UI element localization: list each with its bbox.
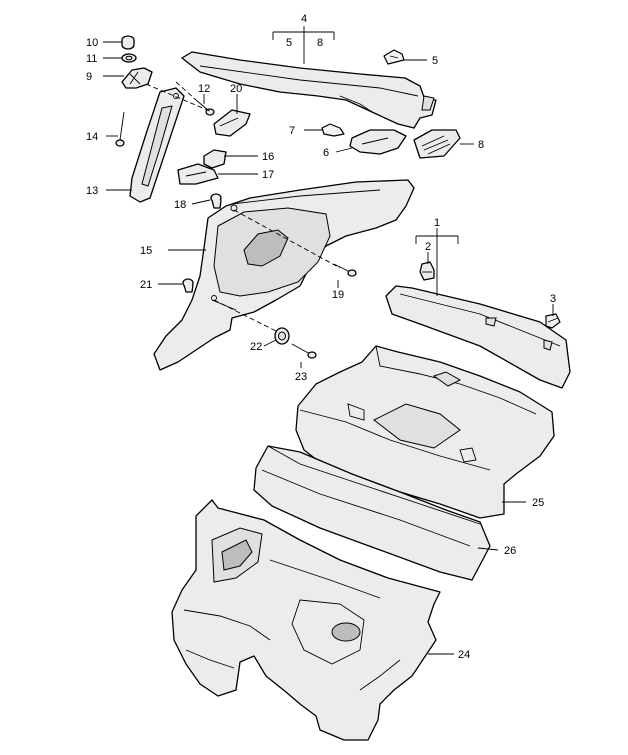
part-14-screw (115, 111, 125, 147)
alignment-line (233, 209, 341, 269)
callout-5: 5 (432, 55, 438, 67)
part-17-bracket (177, 163, 219, 185)
part-15-side-trim-panel (153, 179, 415, 371)
callout-2: 2 (425, 241, 431, 253)
part-13-pillar-trim (129, 87, 185, 203)
part-23-screw (291, 343, 317, 359)
part-4-quarter-trim-upper (181, 51, 437, 129)
callout-20: 20 (230, 83, 242, 95)
callout-3: 3 (550, 293, 556, 305)
alignment-line (145, 83, 213, 113)
part-18-clip (210, 193, 222, 209)
part-19-screw (333, 263, 357, 277)
callout-21: 21 (140, 279, 152, 291)
part-25-rear-liner (295, 345, 555, 519)
callout-18: 18 (174, 199, 186, 211)
callout-10: 10 (86, 37, 98, 49)
callout-19: 19 (332, 289, 344, 301)
leader-lines (103, 26, 554, 655)
callout-24: 24 (458, 649, 470, 661)
callout-12: 12 (198, 83, 210, 95)
alignment-line (175, 81, 197, 101)
part-8-vent-grille (413, 129, 461, 159)
callout-1: 1 (434, 217, 440, 229)
callout-17: 17 (262, 169, 274, 181)
callout-16: 16 (262, 151, 274, 163)
callout-13: 13 (86, 185, 98, 197)
callout-22: 22 (250, 341, 262, 353)
part-11-washer (121, 53, 137, 63)
part-5-clip (383, 49, 405, 65)
alignment-line (213, 299, 283, 335)
part-20-cover (213, 109, 251, 137)
callout-23: 23 (295, 371, 307, 383)
part-10-nut (121, 35, 135, 50)
part-24-floor-carpet (171, 499, 441, 741)
callout-26: 26 (504, 545, 516, 557)
part-9-bracket (121, 67, 153, 89)
part-2-clip (419, 261, 435, 281)
callout-6: 6 (323, 147, 329, 159)
part-3-clip (545, 313, 561, 329)
callouts: 4 5 8 5 10 11 9 12 20 14 7 6 8 16 17 13 … (86, 13, 556, 661)
part-21-clip (182, 278, 194, 293)
part-7-clip (321, 123, 345, 137)
callout-14: 14 (86, 131, 98, 143)
callout-4-sub-8: 8 (317, 37, 323, 49)
part-16-bracket (203, 149, 227, 169)
part-1-parcel-shelf-trim (385, 285, 571, 389)
part-12-screw (195, 99, 215, 116)
callout-25: 25 (532, 497, 544, 509)
callout-4-sub-5: 5 (286, 37, 292, 49)
callout-7: 7 (289, 125, 295, 137)
callout-15: 15 (140, 245, 152, 257)
part-26-bulkhead-strip (253, 445, 491, 581)
callout-8: 8 (478, 139, 484, 151)
callout-4: 4 (301, 13, 307, 25)
callout-9: 9 (86, 71, 92, 83)
callout-11: 11 (86, 53, 97, 65)
part-6-trim-piece (349, 129, 407, 155)
part-22-grommet (274, 327, 290, 345)
